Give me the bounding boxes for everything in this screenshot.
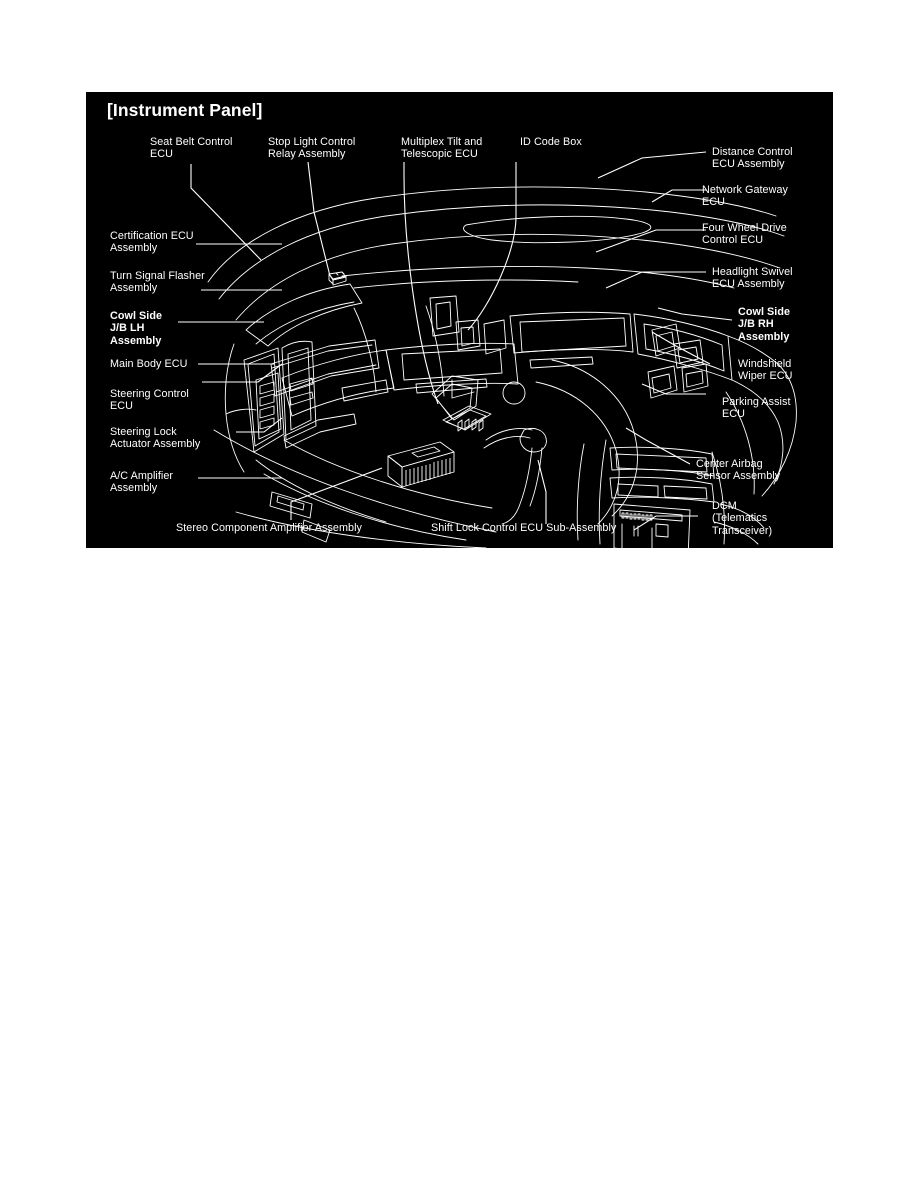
- label-main-body-ecu: Main Body ECU: [110, 358, 188, 370]
- label-network-gateway-ecu: Network Gateway ECU: [702, 184, 788, 209]
- label-stop-light-control-relay-assembly: Stop Light Control Relay Assembly: [268, 136, 356, 161]
- label-windshield-wiper-ecu: Windshield Wiper ECU: [738, 358, 793, 383]
- instrument-panel-figure: [Instrument Panel] Seat Belt Control ECU…: [86, 92, 833, 548]
- label-ac-amplifier-assembly: A/C Amplifier Assembly: [110, 470, 174, 495]
- instrument-panel-line-drawing: [178, 151, 797, 548]
- label-seat-belt-control-ecu: Seat Belt Control ECU: [150, 136, 233, 161]
- label-turn-signal-flasher-assembly: Turn Signal Flasher Assembly: [110, 270, 205, 295]
- label-multiplex-tilt-and-telescopic-ecu: Multiplex Tilt and Telescopic ECU: [401, 136, 483, 161]
- label-parking-assist-ecu: Parking Assist ECU: [722, 396, 791, 421]
- label-dcm-telematics-transceiver: DCM (Telematics Transceiver): [712, 500, 773, 537]
- label-four-wheel-drive-control-ecu: Four Wheel Drive Control ECU: [702, 222, 787, 247]
- figure-title: [Instrument Panel]: [107, 100, 263, 120]
- label-cowl-side-jb-lh-assembly: Cowl Side J/B LH Assembly: [110, 310, 163, 347]
- label-stereo-component-amplifier-assembly: Stereo Component Amplifier Assembly: [176, 522, 362, 534]
- label-distance-control-ecu-assembly: Distance Control ECU Assembly: [712, 146, 793, 171]
- label-id-code-box: ID Code Box: [520, 136, 582, 148]
- label-headlight-swivel-ecu-assembly: Headlight Swivel ECU Assembly: [712, 266, 793, 291]
- label-center-airbag-sensor-assembly: Center Airbag Sensor Assembly: [696, 458, 781, 483]
- label-certification-ecu-assembly: Certification ECU Assembly: [110, 230, 194, 255]
- label-steering-lock-actuator-assembly: Steering Lock Actuator Assembly: [110, 426, 201, 451]
- label-shift-lock-control-ecu-sub-assembly: Shift Lock Control ECU Sub-Assembly: [431, 522, 617, 534]
- label-steering-control-ecu: Steering Control ECU: [110, 388, 189, 413]
- label-cowl-side-jb-rh-assembly: Cowl Side J/B RH Assembly: [738, 306, 791, 343]
